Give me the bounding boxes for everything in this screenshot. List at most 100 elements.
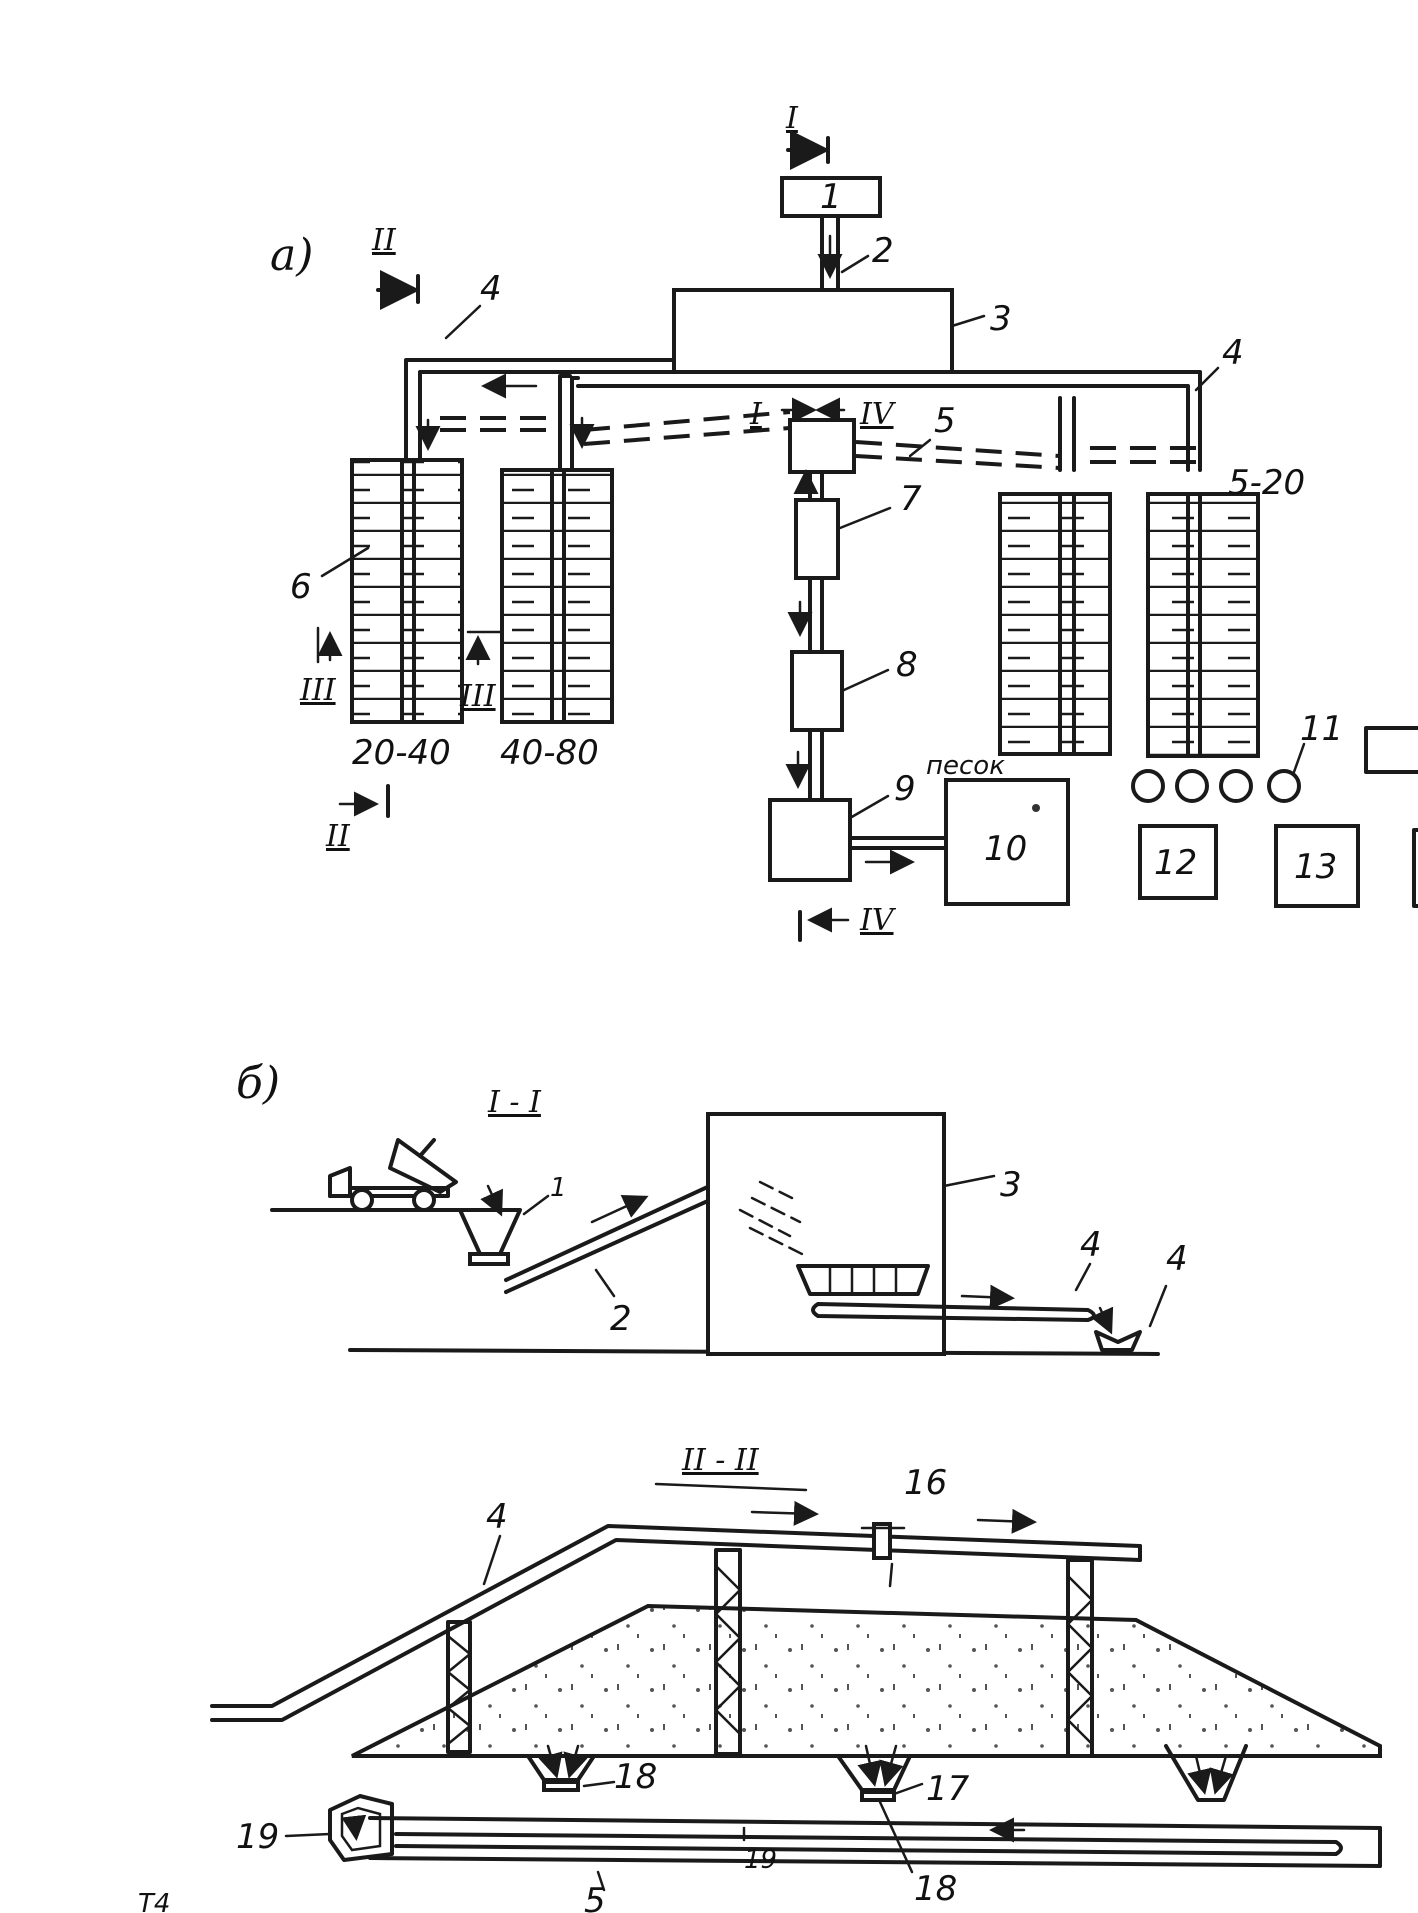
stockpile-40-80-rows xyxy=(502,470,612,722)
tank-11-d xyxy=(1267,769,1301,803)
screening-building xyxy=(672,288,954,374)
conveyor-4-right-outer-b xyxy=(950,384,1190,472)
label-7: 7 xyxy=(900,479,922,519)
leader-b-2 xyxy=(594,1268,616,1298)
sand-dot xyxy=(1032,804,1040,812)
label-b-2: 2 xyxy=(610,1299,632,1339)
label-c-16: 16 xyxy=(904,1463,947,1503)
classifier-9 xyxy=(768,798,852,882)
feeder-18b xyxy=(860,1790,896,1802)
label-4-right: 4 xyxy=(1222,333,1244,373)
leader-9 xyxy=(848,794,890,820)
tank-11-c xyxy=(1219,769,1253,803)
box-partial-top-right xyxy=(1364,726,1418,774)
conveyor-4-left-outer xyxy=(404,358,676,472)
leader-hopper-1 xyxy=(522,1194,550,1216)
label-c-19b: 19 xyxy=(744,1845,777,1875)
tank-11-a xyxy=(1131,769,1165,803)
leader-8 xyxy=(842,668,890,692)
conveyor-4-left-inner-b xyxy=(570,376,580,472)
leader-b-4b xyxy=(1148,1284,1168,1328)
conveyor-4-right-outer xyxy=(950,370,1202,472)
section-mark-iv-mid: IV xyxy=(859,397,897,432)
tunnel-bottom xyxy=(368,1856,1382,1868)
stockpile-20-40-rows xyxy=(352,460,462,722)
fraction-40-80: 40-80 xyxy=(500,733,599,773)
flow-arrow-stacker-a xyxy=(750,1500,819,1526)
receiving-hopper-box xyxy=(780,176,882,218)
leader-5 xyxy=(908,438,932,458)
label-12: 12 xyxy=(1154,843,1197,883)
tripper-drop xyxy=(888,1562,894,1588)
hopper-1 xyxy=(458,1208,522,1256)
leader-c-17 xyxy=(892,1782,924,1796)
box-13 xyxy=(1274,824,1360,908)
tank-11-b xyxy=(1175,769,1209,803)
leader-b-3 xyxy=(942,1174,996,1188)
label-b-3: 3 xyxy=(1000,1165,1022,1205)
label-b-4a: 4 xyxy=(1080,1225,1102,1265)
leader-c-18b xyxy=(878,1800,914,1874)
stockpile-5-20-rows xyxy=(1148,494,1258,756)
fraction-5-20: 5-20 xyxy=(1228,463,1305,503)
feeder-opening-right xyxy=(1164,1744,1248,1802)
label-4-left: 4 xyxy=(480,269,502,309)
flow-arrow-hopper xyxy=(480,1184,503,1217)
label-c-18b: 18 xyxy=(914,1869,957,1909)
section-mark-i-top: I xyxy=(785,101,799,136)
flow-arrow-outgoing xyxy=(960,1284,1015,1310)
sand-label: песок xyxy=(926,751,1005,781)
leader-4-left xyxy=(444,304,482,340)
section-mark-iii-right: III xyxy=(459,679,497,714)
dump-truck xyxy=(328,1138,458,1212)
plan-view: а) I II 1 2 3 4 4 xyxy=(270,101,1418,942)
conveyor-4-left-inner xyxy=(558,374,572,472)
return-conveyor-5-right-a xyxy=(855,440,1061,458)
transfer-box xyxy=(788,418,856,474)
section-mark-iv-bottom: IV xyxy=(859,903,897,938)
feeder-18a xyxy=(542,1780,580,1792)
label-b-1: 1 xyxy=(550,1173,567,1203)
label-1: 1 xyxy=(820,177,842,217)
label-2: 2 xyxy=(872,231,894,271)
label-13: 13 xyxy=(1294,847,1337,887)
leader-c-4 xyxy=(482,1534,502,1586)
label-5: 5 xyxy=(934,401,956,441)
section-mark-ii-top: II xyxy=(371,223,397,258)
label-3: 3 xyxy=(990,299,1012,339)
label-b-4b: 4 xyxy=(1166,1239,1188,1279)
label-c-18a: 18 xyxy=(614,1757,657,1797)
flow-arrow-bunker xyxy=(341,1814,367,1841)
fraction-20-40: 20-40 xyxy=(352,733,451,773)
leader-11 xyxy=(1292,742,1306,774)
building-3-section xyxy=(706,1112,946,1356)
hopper-feeder xyxy=(468,1252,510,1266)
sand-storage-10 xyxy=(944,778,1070,906)
crusher-8 xyxy=(790,650,844,732)
washer-7 xyxy=(794,498,840,580)
leader-b-4a xyxy=(1074,1262,1092,1292)
falling-material xyxy=(738,1180,808,1258)
flow-arrow-stacker-b xyxy=(976,1508,1037,1534)
label-c-19a: 19 xyxy=(236,1817,279,1857)
reclaim-conveyor-5 xyxy=(394,1832,1343,1856)
leader-2 xyxy=(840,254,870,274)
support-tower-right xyxy=(1066,1558,1094,1758)
label-9: 9 xyxy=(894,769,916,809)
label-8: 8 xyxy=(896,645,918,685)
leader-6 xyxy=(320,546,370,578)
tripper-16 xyxy=(872,1522,892,1560)
label-6: 6 xyxy=(290,567,312,607)
leader-c-18a xyxy=(582,1780,616,1788)
stockpile-cone xyxy=(1094,1330,1142,1352)
aggregate-stockpile xyxy=(351,1603,1382,1758)
label-c-17: 17 xyxy=(926,1769,970,1809)
label-10: 10 xyxy=(984,829,1027,869)
section-ii-ii: II - II 4 16 xyxy=(210,1443,1382,1913)
support-tower-left xyxy=(446,1620,472,1754)
flow-arrow-stockpile xyxy=(1090,1306,1114,1335)
panel-b-letter: б) xyxy=(236,1058,280,1109)
panel-a-letter: а) xyxy=(270,230,313,281)
section-i-i: б) I - I 1 2 3 xyxy=(236,1058,1188,1356)
